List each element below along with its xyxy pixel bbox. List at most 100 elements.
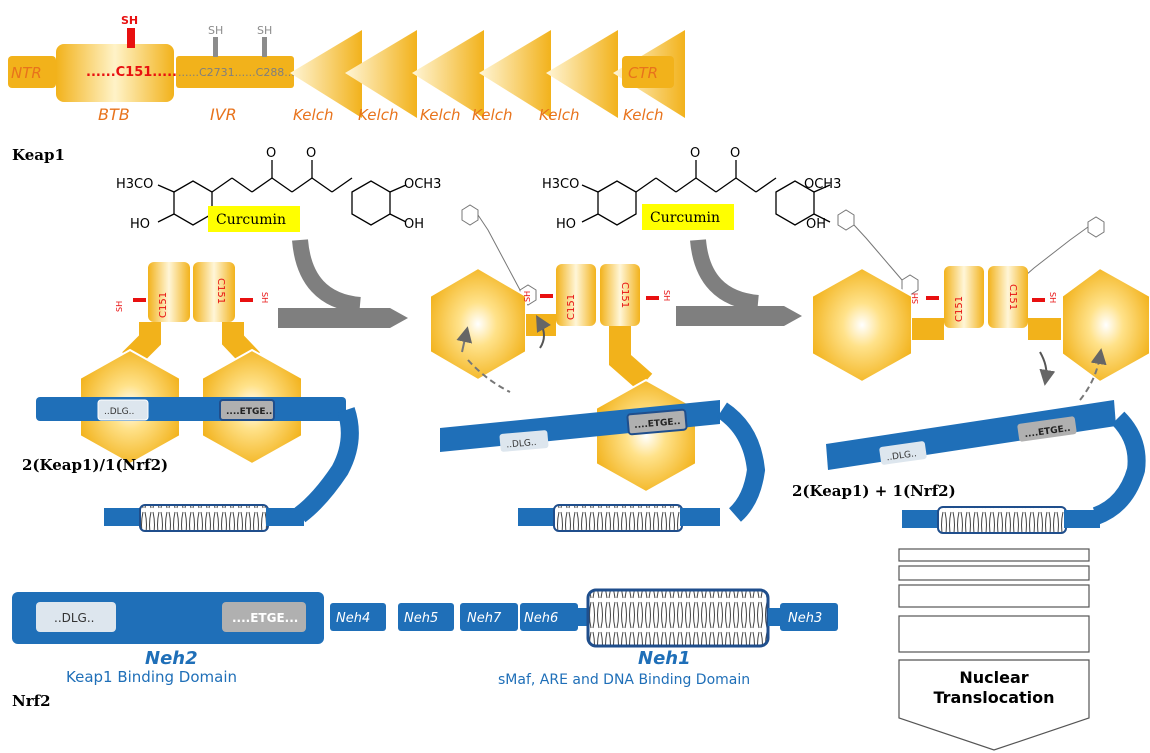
kelch-label-1: Kelch (293, 106, 333, 124)
btb-cylinder-1b (193, 262, 235, 322)
kelch-propeller-2a (429, 266, 527, 382)
neh1-desc: sMaf, ARE and DNA Binding Domain (498, 672, 750, 688)
neh5-label: Neh5 (404, 611, 438, 626)
curcumin-2-ho: HO (556, 217, 576, 232)
complex2-dlg: ..DLG.. (506, 438, 537, 451)
btb-cylinder-3a (944, 266, 984, 328)
btb-sh-stick (127, 28, 135, 48)
neh3-label: Neh3 (788, 611, 822, 626)
kelch-blade-1 (290, 30, 362, 118)
kelch-propeller-3a (811, 266, 913, 384)
complex3-c151-left: C151 (954, 296, 965, 322)
kelch-propeller-2b (595, 378, 697, 494)
btb-c151-label: ......C151....... (86, 65, 187, 80)
neh2-etge-box (222, 602, 306, 632)
complex1-c151-right: C151 (215, 278, 226, 304)
btb-label: BTB (98, 105, 130, 124)
keap1-label: Keap1 (12, 146, 65, 164)
ivr-sh-label-1: SH (208, 24, 223, 37)
neh2-label: Neh2 (145, 648, 198, 669)
neh3-domain (780, 603, 838, 631)
complex2-c151-right: C151 (619, 282, 630, 308)
complex3-sh-right: SH (1048, 292, 1057, 303)
curcumin-2-o1: O (690, 146, 700, 161)
state3-label: 2(Keap1) + 1(Nrf2) (792, 482, 956, 500)
nrf2-domain-bar: ..DLG.. ....ETGE... Neh4 Neh5 Neh7 Neh6 … (12, 588, 838, 688)
ivr-sh-label-2: SH (257, 24, 272, 37)
curcumin-label-2: Curcumin (650, 210, 720, 226)
complex3-sh-left: SH (911, 293, 920, 304)
etge-box-1 (219, 399, 275, 421)
curcumin-1-o2: O (306, 146, 316, 161)
neh4-label: Neh4 (336, 611, 370, 626)
kelch-label-4: Kelch (472, 106, 512, 124)
translocation-arrowhead (898, 659, 1090, 751)
neh7-domain (460, 603, 518, 631)
ntr-label: NTR (11, 64, 42, 82)
nrf2-neh1-helix-3 (937, 506, 1067, 534)
curcumin-2-o2: O (730, 146, 740, 161)
curcumin-1-h3co: H3CO (116, 177, 153, 192)
curcumin-1-och3: OCH3 (404, 177, 441, 192)
kelch-blade-5 (546, 30, 618, 118)
complex1-dlg: ..DLG.. (104, 407, 134, 417)
complex3-dlg: ..DLG.. (886, 449, 917, 463)
ivr-sh-stick-1 (213, 37, 218, 57)
ivr-label: IVR (210, 105, 237, 124)
neh6-domain (520, 603, 578, 631)
curcumin-2-och3: OCH3 (804, 177, 841, 192)
ctr-domain (622, 56, 674, 88)
dlg-box-3 (879, 441, 927, 465)
reaction-arrow-2 (676, 239, 802, 326)
btb-cylinder-2b (600, 264, 640, 326)
etge-box-3 (1017, 416, 1077, 442)
complex2-sh-right: SH (662, 290, 671, 301)
btb-cylinder-3b (988, 266, 1028, 328)
dlg-box-1 (97, 399, 149, 421)
complex2-etge: ....ETGE.. (634, 417, 681, 431)
neh1-label: Neh1 (638, 648, 691, 669)
neh2-dlg-box (36, 602, 116, 632)
ctr-label: CTR (628, 64, 658, 82)
curcumin-1-ho: HO (130, 217, 150, 232)
ntr-domain (8, 56, 56, 88)
curcumin-2-h3co: H3CO (542, 177, 579, 192)
kelch-label-3: Kelch (420, 106, 460, 124)
nuclear-label-line2: Translocation (933, 688, 1054, 707)
dlg-box-2 (499, 430, 549, 452)
complex1-etge: ....ETGE.. (226, 407, 272, 417)
btb-sh-label: SH (121, 14, 138, 27)
nrf2-neh1-helix-1 (139, 504, 269, 532)
neh5-domain (398, 603, 454, 631)
curcumin-label-box-2 (642, 204, 734, 230)
curcumin-1-oh: OH (404, 217, 424, 232)
kelch-label-2: Kelch (358, 106, 398, 124)
keap1-nrf2-complex-partial: SH SH C151 C151 ..DLG.. ....ETGE.. (429, 264, 766, 532)
curcumin-label-box-1 (208, 206, 300, 232)
kelch-blade-4 (479, 30, 551, 118)
complex2-sh-left: SH (523, 291, 532, 302)
neh1-domain (586, 588, 770, 648)
neh2-desc: Keap1 Binding Domain (66, 668, 237, 686)
etge-box-2 (626, 408, 688, 436)
complex1-c151-left: C151 (158, 292, 169, 318)
complex1-sh-right: SH (260, 292, 269, 303)
complex2-c151-left: C151 (566, 294, 577, 320)
kelch-blade-3 (412, 30, 484, 118)
nrf2-neh2-bar-3 (826, 400, 1116, 470)
nrf2-label: Nrf2 (12, 692, 51, 710)
nrf2-neh2-bar-1 (36, 397, 346, 421)
nuclear-translocation-arrow: Nuclear Translocation (898, 548, 1090, 751)
keap1-nrf2-dissociated: SH SH C151 C151 ..DLG.. ....ETGE.. (811, 266, 1150, 534)
neh6-label: Neh6 (524, 611, 558, 626)
keap1-domain-bar: NTR SH ......C151....... BTB SH SH .....… (8, 14, 685, 124)
neh2-dlg: ..DLG.. (54, 611, 94, 625)
btb-domain (56, 44, 174, 102)
curcumin-label-1: Curcumin (216, 212, 286, 228)
kelch-label-6: Kelch (623, 106, 663, 124)
neh7-label: Neh7 (467, 611, 502, 626)
ivr-sh-stick-2 (262, 37, 267, 57)
keap1-nrf2-complex-closed: SH SH C151 C151 ..DLG.. ....ETGE.. (36, 262, 359, 532)
neh4-domain (330, 603, 386, 631)
